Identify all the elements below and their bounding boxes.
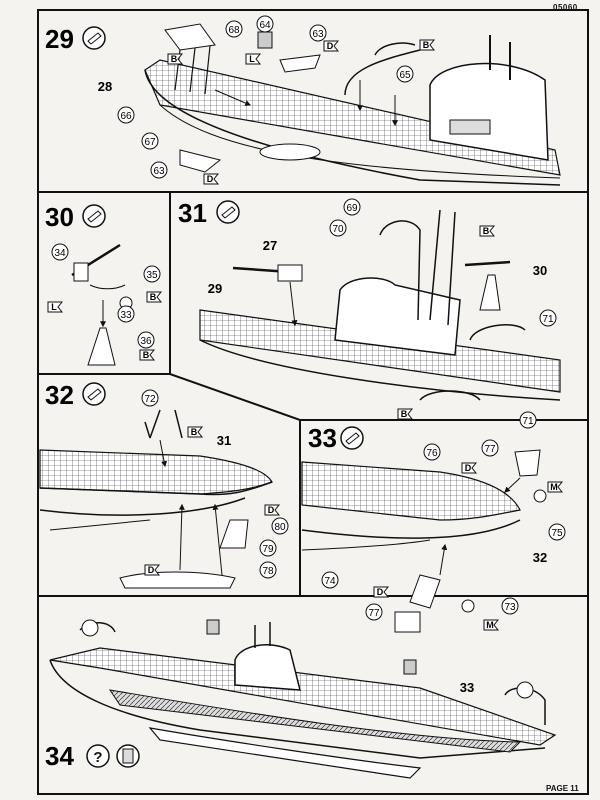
part-callout: 63 [312,29,324,40]
part-callout: L [51,302,57,312]
step-30-drawing [71,243,133,366]
part-callout: 77 [484,444,496,455]
part-callout: 71 [522,416,534,427]
page-number: PAGE 11 [546,784,579,793]
part-callout: 27 [263,238,277,253]
step-33-drawing [301,449,547,633]
part-callout: 66 [120,111,132,122]
part-callout: 69 [346,203,358,214]
step-31-glue-marks: B B [397,225,496,420]
step-number: 33 [308,423,337,453]
step-number: 30 [45,202,74,232]
step-number: 29 [45,24,74,54]
part-callout: B [401,409,408,419]
part-callout: 35 [146,270,158,281]
part-callout: 74 [324,576,336,587]
part-callout: 33 [120,310,132,321]
panel-borders [37,9,589,795]
part-callout: M [486,620,494,630]
step-31-drawing [199,209,561,401]
part-callout: 33 [460,680,474,695]
question-icon: ? [86,744,110,768]
step-29-callouts: 28 64 68 63 65 66 67 63 [98,15,414,179]
part-callout: 64 [259,20,271,31]
part-callout: 77 [368,608,380,619]
step-32-glue-marks: B D D [144,426,281,576]
step-32-callouts: 72 31 80 79 78 [141,389,289,579]
part-callout: D [377,587,384,597]
part-callout: 65 [399,70,411,81]
step-29-glue-marks: B L D B D [167,39,436,185]
glue-mark: D [327,41,334,51]
part-callout: 79 [262,544,274,555]
step-30-callouts: 34 35 33 36 [51,243,161,349]
product-code: 05060 [553,3,578,12]
part-callout: 34 [54,248,66,259]
step-33-callouts: 76 77 75 32 74 77 73 [321,439,566,621]
glue-tube-icon [82,26,106,50]
step-33-glue-marks: D M D M [373,462,564,631]
step-number: 31 [178,198,207,228]
part-callout: 75 [551,528,563,539]
part-callout: 29 [208,281,222,296]
part-callout: 71 [542,314,554,325]
part-callout: 67 [144,137,156,148]
part-callout: 78 [262,566,274,577]
part-callout: 36 [140,336,152,347]
step-number: 34 [45,741,74,771]
part-callout: B [483,226,490,236]
glue-tube-icon [82,204,106,228]
part-callout: 80 [274,522,286,533]
part-callout: D [465,463,472,473]
part-callout: 73 [504,602,516,613]
part-callout: B [150,292,157,302]
glue-mark: B [423,40,430,50]
glue-tube-icon [82,382,106,406]
step-30-glue-marks: L B B [47,291,163,361]
step-32-drawing [39,409,273,589]
part-callout: 32 [533,550,547,565]
part-callout: 72 [144,394,156,405]
part-callout: 76 [426,448,438,459]
thread-spool-icon [116,744,140,768]
part-callout: 28 [98,79,112,94]
step-29-drawing [144,23,561,186]
part-callout: 31 [217,433,231,448]
step-34-drawing [49,619,557,779]
part-callout: B [191,427,198,437]
part-callout: ? [93,749,102,766]
part-callout: 30 [533,263,547,278]
step-number: 32 [45,380,74,410]
part-callout: 63 [153,166,165,177]
glue-tube-icon [216,200,240,224]
part-callout: B [143,350,150,360]
glue-mark: B [171,54,178,64]
step-31-callouts: 69 70 27 30 29 71 71 [208,198,557,429]
part-callout: M [550,482,558,492]
part-callout: D [268,505,275,515]
part-callout: 68 [228,25,240,36]
glue-mark: L [249,54,255,64]
part-callout: 70 [332,224,344,235]
glue-mark: D [207,174,214,184]
part-callout: D [148,565,155,575]
glue-tube-icon [340,426,364,450]
